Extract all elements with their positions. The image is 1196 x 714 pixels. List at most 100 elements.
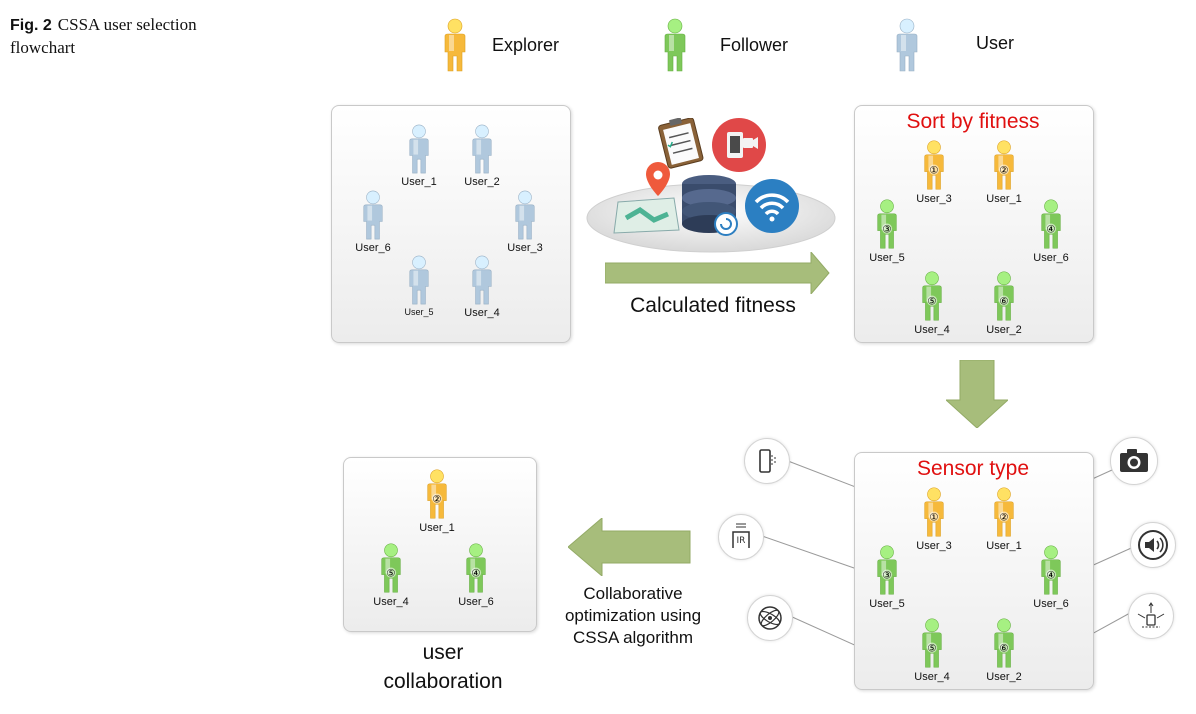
- person-head: [997, 487, 1011, 502]
- gyroscope-icon: [747, 595, 793, 641]
- rank-badge: [1045, 569, 1057, 580]
- legend-explorer-label: Explorer: [492, 35, 560, 55]
- ranked-user-node: ④ User_6: [1011, 198, 1091, 264]
- rank-label: ⑤: [927, 295, 936, 307]
- legend-explorer-icon: [440, 18, 470, 77]
- ranked-user-node: ④ User_6: [1011, 544, 1091, 610]
- rank-label: ①: [929, 511, 938, 523]
- rank-badge: [1045, 223, 1057, 234]
- person-body: [896, 33, 918, 72]
- ranked-user-node: ② User_1: [964, 139, 1044, 205]
- clipboard-icon: [658, 117, 704, 169]
- person-head: [475, 255, 489, 270]
- user-label: User_4: [914, 671, 950, 683]
- rank-badge: [998, 511, 1010, 522]
- person-head: [384, 543, 398, 558]
- rank-label: ⑥: [999, 295, 1008, 307]
- ranked-user-node: ④ User_6: [436, 542, 516, 608]
- ranked-user-node: ③ User_5: [847, 198, 927, 264]
- person-head: [997, 618, 1011, 633]
- rank-label: ②: [999, 164, 1008, 176]
- person-head: [475, 124, 489, 139]
- user-node: User_1: [379, 124, 459, 188]
- infrared-sensor-icon: IR: [718, 514, 764, 560]
- ranked-user-node: ⑥ User_2: [964, 270, 1044, 336]
- ranked-user-node: ① User_3: [894, 139, 974, 205]
- user-label: User_3: [916, 193, 952, 205]
- rank-badge: [998, 164, 1010, 175]
- legend-follower-label: Follower: [720, 35, 789, 55]
- person-head: [880, 199, 894, 214]
- rank-label: ②: [432, 493, 441, 505]
- user-label: User_3: [507, 242, 543, 254]
- person-highlight: [413, 270, 419, 286]
- person-head: [899, 18, 915, 34]
- rank-label: ④: [471, 567, 480, 579]
- speaker-icon: [1130, 522, 1176, 568]
- calculated-fitness-label: Calculated fitness: [630, 294, 796, 317]
- person-highlight: [1045, 214, 1051, 230]
- person-highlight: [881, 560, 887, 576]
- user-node: User_6: [333, 190, 413, 254]
- person-head: [925, 618, 939, 633]
- person-head: [518, 190, 532, 205]
- person-body: [409, 269, 429, 305]
- person-highlight: [998, 633, 1004, 649]
- person-highlight: [926, 286, 932, 302]
- user-node: User_3: [485, 190, 565, 254]
- database-icon: [682, 175, 738, 236]
- rank-badge: [926, 295, 938, 306]
- rank-badge: [385, 567, 397, 578]
- user-label: User_2: [464, 176, 500, 188]
- person-highlight: [519, 205, 525, 221]
- ir-label: IR: [737, 536, 746, 546]
- person-highlight: [367, 205, 373, 221]
- person-head: [447, 18, 463, 34]
- ranked-user-node: ⑥ User_2: [964, 617, 1044, 683]
- right-arrow: [604, 250, 830, 299]
- person-highlight: [669, 35, 674, 51]
- user-label: User_1: [401, 176, 437, 188]
- rank-badge: [431, 493, 443, 504]
- person-highlight: [928, 155, 934, 171]
- person-head: [997, 140, 1011, 155]
- person-head: [927, 487, 941, 502]
- rank-badge: [998, 295, 1010, 306]
- rank-badge: [998, 642, 1010, 653]
- person-head: [469, 543, 483, 558]
- person-highlight: [385, 558, 391, 574]
- person-head: [925, 271, 939, 286]
- rank-badge: [928, 164, 940, 175]
- person-highlight: [998, 502, 1004, 518]
- user-label: User_6: [458, 596, 494, 608]
- ranked-user-node: ② User_1: [964, 486, 1044, 552]
- user-label: User_2: [986, 324, 1022, 336]
- user-label: User_5: [869, 598, 905, 610]
- person-highlight: [413, 139, 419, 155]
- user-label: User_6: [1033, 252, 1069, 264]
- user-label: User_1: [986, 540, 1022, 552]
- user-node: User_2: [442, 124, 522, 188]
- person-head: [1044, 545, 1058, 560]
- rank-label: ③: [882, 223, 891, 235]
- user-label: User_1: [419, 522, 455, 534]
- door-sensor-icon: [744, 438, 790, 484]
- user-label: User_5: [869, 252, 905, 264]
- user-label: User_4: [464, 307, 500, 319]
- user-label: User_1: [986, 193, 1022, 205]
- ranked-user-node: ③ User_5: [847, 544, 927, 610]
- user-node: User_5: [379, 255, 459, 317]
- rank-label: ④: [1046, 569, 1055, 581]
- person-highlight: [928, 502, 934, 518]
- rank-label: ②: [999, 511, 1008, 523]
- figure-title: CSSA user selection flowchart: [10, 15, 197, 57]
- person-head: [997, 271, 1011, 286]
- person-highlight: [476, 139, 482, 155]
- person-highlight: [449, 35, 454, 51]
- person-body: [363, 204, 383, 240]
- left-arrow: [567, 516, 692, 581]
- person-highlight: [998, 286, 1004, 302]
- legend-user-icon: [892, 18, 922, 77]
- sort-by-fitness-title: Sort by fitness: [906, 110, 1040, 133]
